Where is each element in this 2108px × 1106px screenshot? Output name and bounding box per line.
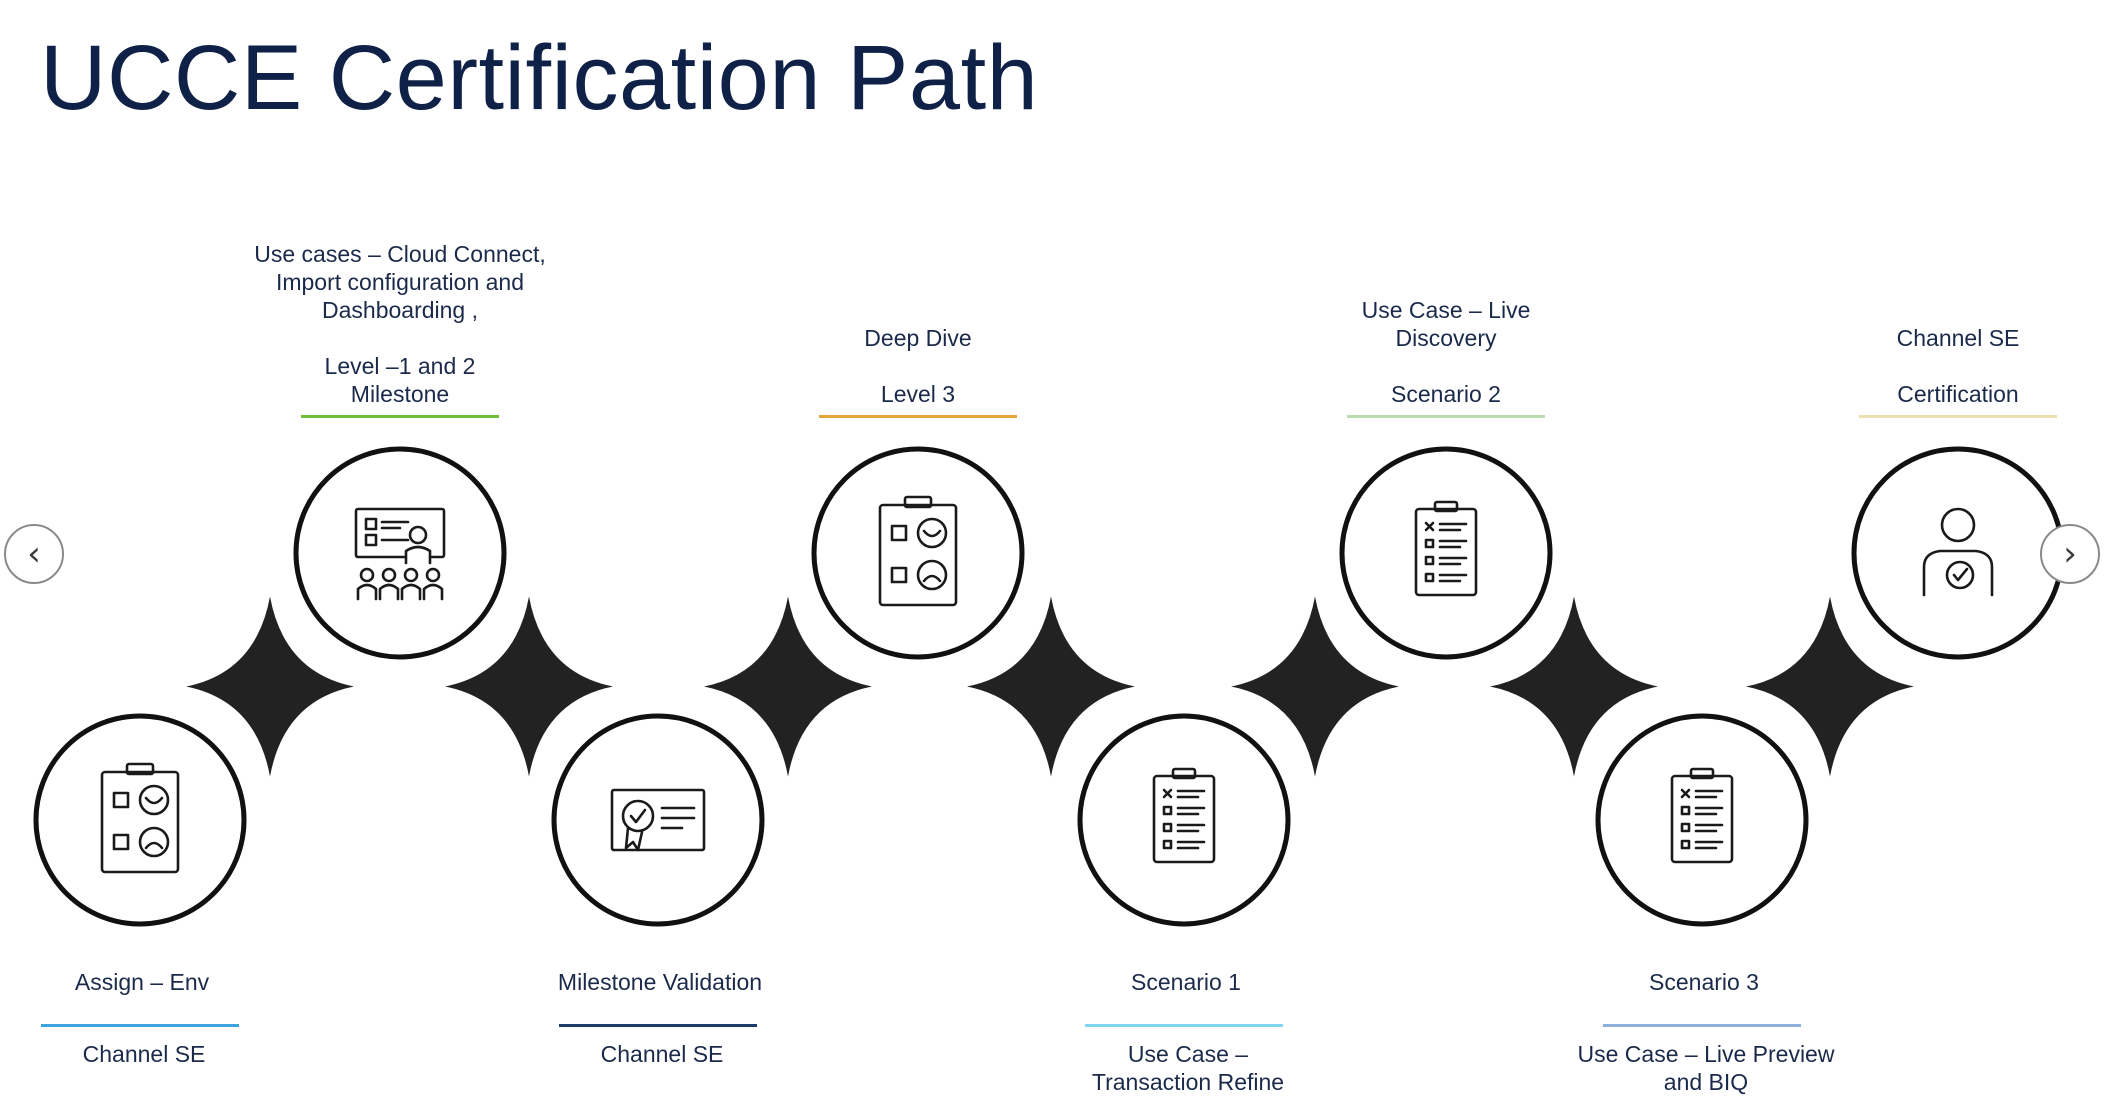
next-button[interactable]: › <box>2040 524 2100 584</box>
step-label: Milestone Validation <box>557 969 763 995</box>
step-accent-line <box>301 415 499 418</box>
test-clipboard-icon <box>878 495 958 607</box>
step-label: Use cases – Cloud Connect, Import config… <box>254 241 546 407</box>
step-accent-line <box>1347 415 1545 418</box>
milestone-node <box>286 439 514 667</box>
chevron-right-icon: › <box>2063 534 2077 574</box>
step-label: Scenario 1 <box>1131 969 1241 995</box>
milestones-layer <box>26 439 2072 934</box>
path-connector <box>186 596 354 777</box>
path-connector <box>1231 596 1399 777</box>
previous-button[interactable]: ‹ <box>4 524 64 584</box>
step-label: Scenario 3 <box>1649 969 1759 995</box>
chevron-left-icon: ‹ <box>27 534 41 574</box>
step-label: Deep Dive Level 3 <box>864 325 972 407</box>
step-label: Channel SE Certification <box>1896 325 2020 407</box>
path-connector <box>967 596 1135 777</box>
step-accent-line <box>1603 1024 1801 1027</box>
milestone-node <box>804 439 1032 667</box>
step-label: Use Case – Live Discovery Scenario 2 <box>1361 297 1531 407</box>
milestone-node <box>544 706 772 934</box>
milestone-node <box>1844 439 2072 667</box>
page-title: UCCE Certification Path <box>40 27 1039 129</box>
step-accent-line <box>1085 1024 1283 1027</box>
certified-person-icon <box>1922 507 1994 597</box>
step-accent-line <box>559 1024 757 1027</box>
certificate-icon <box>610 788 706 852</box>
checklist-icon <box>1414 500 1478 597</box>
checklist-icon <box>1670 767 1734 864</box>
step-accent-line <box>819 415 1017 418</box>
step-label: Assign – Env <box>74 969 210 995</box>
path-connector <box>445 596 613 777</box>
test-clipboard-icon <box>100 762 180 874</box>
milestone-node <box>1070 706 1298 934</box>
step-sublabel: Use Case – Live Preview and BIQ <box>1577 1041 1835 1095</box>
path-connector <box>704 596 872 777</box>
step-accent-line <box>41 1024 239 1027</box>
step-sublabel: Channel SE <box>600 1041 724 1067</box>
step-sublabel: Channel SE <box>82 1041 206 1067</box>
checklist-icon <box>1152 767 1216 864</box>
path-connector <box>1746 596 1914 777</box>
milestone-node <box>1588 706 1816 934</box>
connectors-layer <box>186 596 1914 777</box>
milestone-node <box>1332 439 1560 667</box>
milestone-node <box>26 706 254 934</box>
classroom-training-icon <box>354 507 446 601</box>
step-accent-line <box>1859 415 2057 418</box>
path-connector <box>1490 596 1658 777</box>
step-sublabel: Use Case – Transaction Refine <box>1091 1041 1285 1095</box>
